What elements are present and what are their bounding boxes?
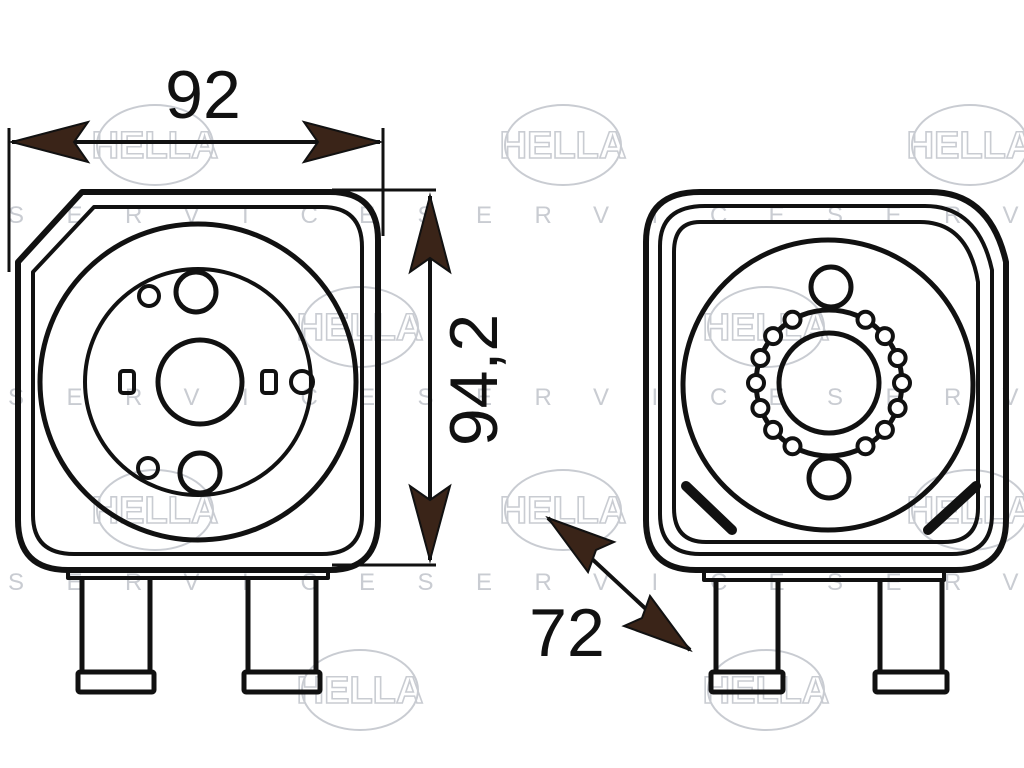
front-pipe-left-cap	[75, 669, 157, 695]
front-hole-bottom-small	[136, 456, 160, 480]
back-slot-right	[923, 481, 981, 535]
back-plate-outer	[680, 237, 976, 533]
front-pipe-right-cap	[241, 669, 323, 695]
service-watermark-letter: I	[242, 202, 249, 229]
service-watermark-letter: E	[67, 384, 83, 411]
front-plate-outer	[37, 221, 359, 543]
service-watermark-letter: R	[535, 384, 552, 411]
gasket-bump	[750, 398, 771, 418]
service-watermark-letter: S	[8, 569, 24, 596]
front-center-port	[155, 337, 245, 427]
service-watermark-letter: V	[184, 569, 200, 596]
width-arrow-right	[301, 120, 384, 164]
hella-logo-text: HELLA	[500, 125, 627, 167]
service-watermark-letter: E	[476, 202, 492, 229]
gasket-bump	[887, 398, 908, 418]
back-gasket-bumps	[746, 309, 912, 457]
service-watermark-letter: I	[242, 384, 249, 411]
service-watermark-letter: I	[242, 569, 249, 596]
front-slot-right	[260, 369, 278, 395]
back-view	[643, 189, 1009, 695]
gasket-bump	[855, 436, 876, 457]
service-watermark-letter: E	[476, 384, 492, 411]
service-watermark-letter: R	[944, 384, 961, 411]
service-watermark-letter: I	[652, 569, 659, 596]
hella-logo-10: HELLA	[702, 649, 830, 731]
service-watermark-letter: C	[710, 384, 727, 411]
service-watermark-letter: V	[1003, 202, 1019, 229]
service-watermark-letter: R	[944, 569, 961, 596]
service-watermark-letter: S	[8, 202, 24, 229]
front-body-inner	[31, 205, 364, 556]
service-watermark-letter: R	[535, 569, 552, 596]
front-flange	[66, 570, 330, 580]
back-inner-line	[672, 220, 980, 544]
back-pipe-right-cap	[872, 669, 950, 695]
depth-arrow-bottom	[621, 593, 693, 653]
hella-logo-3: HELLA	[906, 104, 1024, 186]
service-watermark-letter: R	[125, 569, 142, 596]
hella-logo-1: HELLA	[91, 104, 219, 186]
service-watermark-letter: V	[593, 384, 609, 411]
gasket-bump	[763, 419, 784, 440]
back-hole-top	[808, 264, 854, 310]
front-body-outer	[15, 189, 381, 573]
back-body-inner	[658, 204, 994, 556]
service-watermark-letter: E	[67, 569, 83, 596]
service-watermark-letter: S	[827, 569, 843, 596]
service-watermark-letter: E	[886, 569, 902, 596]
back-center-port	[776, 330, 882, 436]
gasket-bump	[746, 373, 766, 393]
back-body-outer	[643, 189, 1009, 573]
gasket-bump	[750, 348, 771, 368]
hella-logo-text: HELLA	[907, 125, 1024, 167]
service-watermark-letter: E	[476, 569, 492, 596]
height-arrow-top	[408, 192, 452, 275]
service-watermark-letter: I	[652, 384, 659, 411]
front-hole-right-small	[289, 369, 315, 395]
gasket-bump	[874, 326, 895, 347]
front-slot-left	[118, 369, 136, 395]
service-watermark-letter: C	[710, 569, 727, 596]
gasket-bump	[855, 309, 876, 330]
depth-arrow-top	[545, 515, 617, 575]
height-arrow-bottom	[408, 483, 452, 564]
front-hole-top-large	[173, 269, 219, 315]
depth-label: 72	[529, 595, 605, 671]
service-watermark-letter: R	[125, 384, 142, 411]
width-label: 92	[165, 57, 241, 133]
gasket-bump	[874, 419, 895, 440]
service-watermark-letter: V	[593, 202, 609, 229]
service-watermark-letter: V	[184, 384, 200, 411]
height-label: 94,2	[436, 314, 512, 446]
front-hole-bottom-large	[177, 450, 223, 496]
back-slot-left	[681, 481, 737, 535]
hella-logo-2: HELLA	[499, 104, 627, 186]
service-watermark-letter: V	[1003, 569, 1019, 596]
service-watermark-letter: E	[359, 569, 375, 596]
hella-logo-text: HELLA	[92, 125, 219, 167]
gasket-bump	[763, 326, 784, 347]
gasket-bump	[782, 436, 803, 457]
watermark-layer: HELLA HELLA HELLA HELLA HELLA HELLA HELL…	[8, 104, 1024, 731]
gasket-bump	[887, 348, 908, 368]
gasket-bump	[782, 309, 803, 330]
service-watermark-letter: S	[418, 569, 434, 596]
service-watermark-letter: R	[535, 202, 552, 229]
back-hole-bottom	[806, 455, 852, 501]
service-watermark-letter: S	[827, 384, 843, 411]
dimension-labels: 92 94,2 72	[165, 57, 605, 671]
service-watermark-letter: V	[593, 569, 609, 596]
front-hole-top-small	[137, 284, 161, 308]
back-flange	[702, 570, 946, 582]
dimension-lines	[7, 120, 693, 653]
width-arrow-left	[8, 120, 91, 164]
front-view	[15, 189, 381, 695]
back-pipe-left-cap	[708, 669, 786, 695]
gasket-bump	[892, 373, 912, 393]
